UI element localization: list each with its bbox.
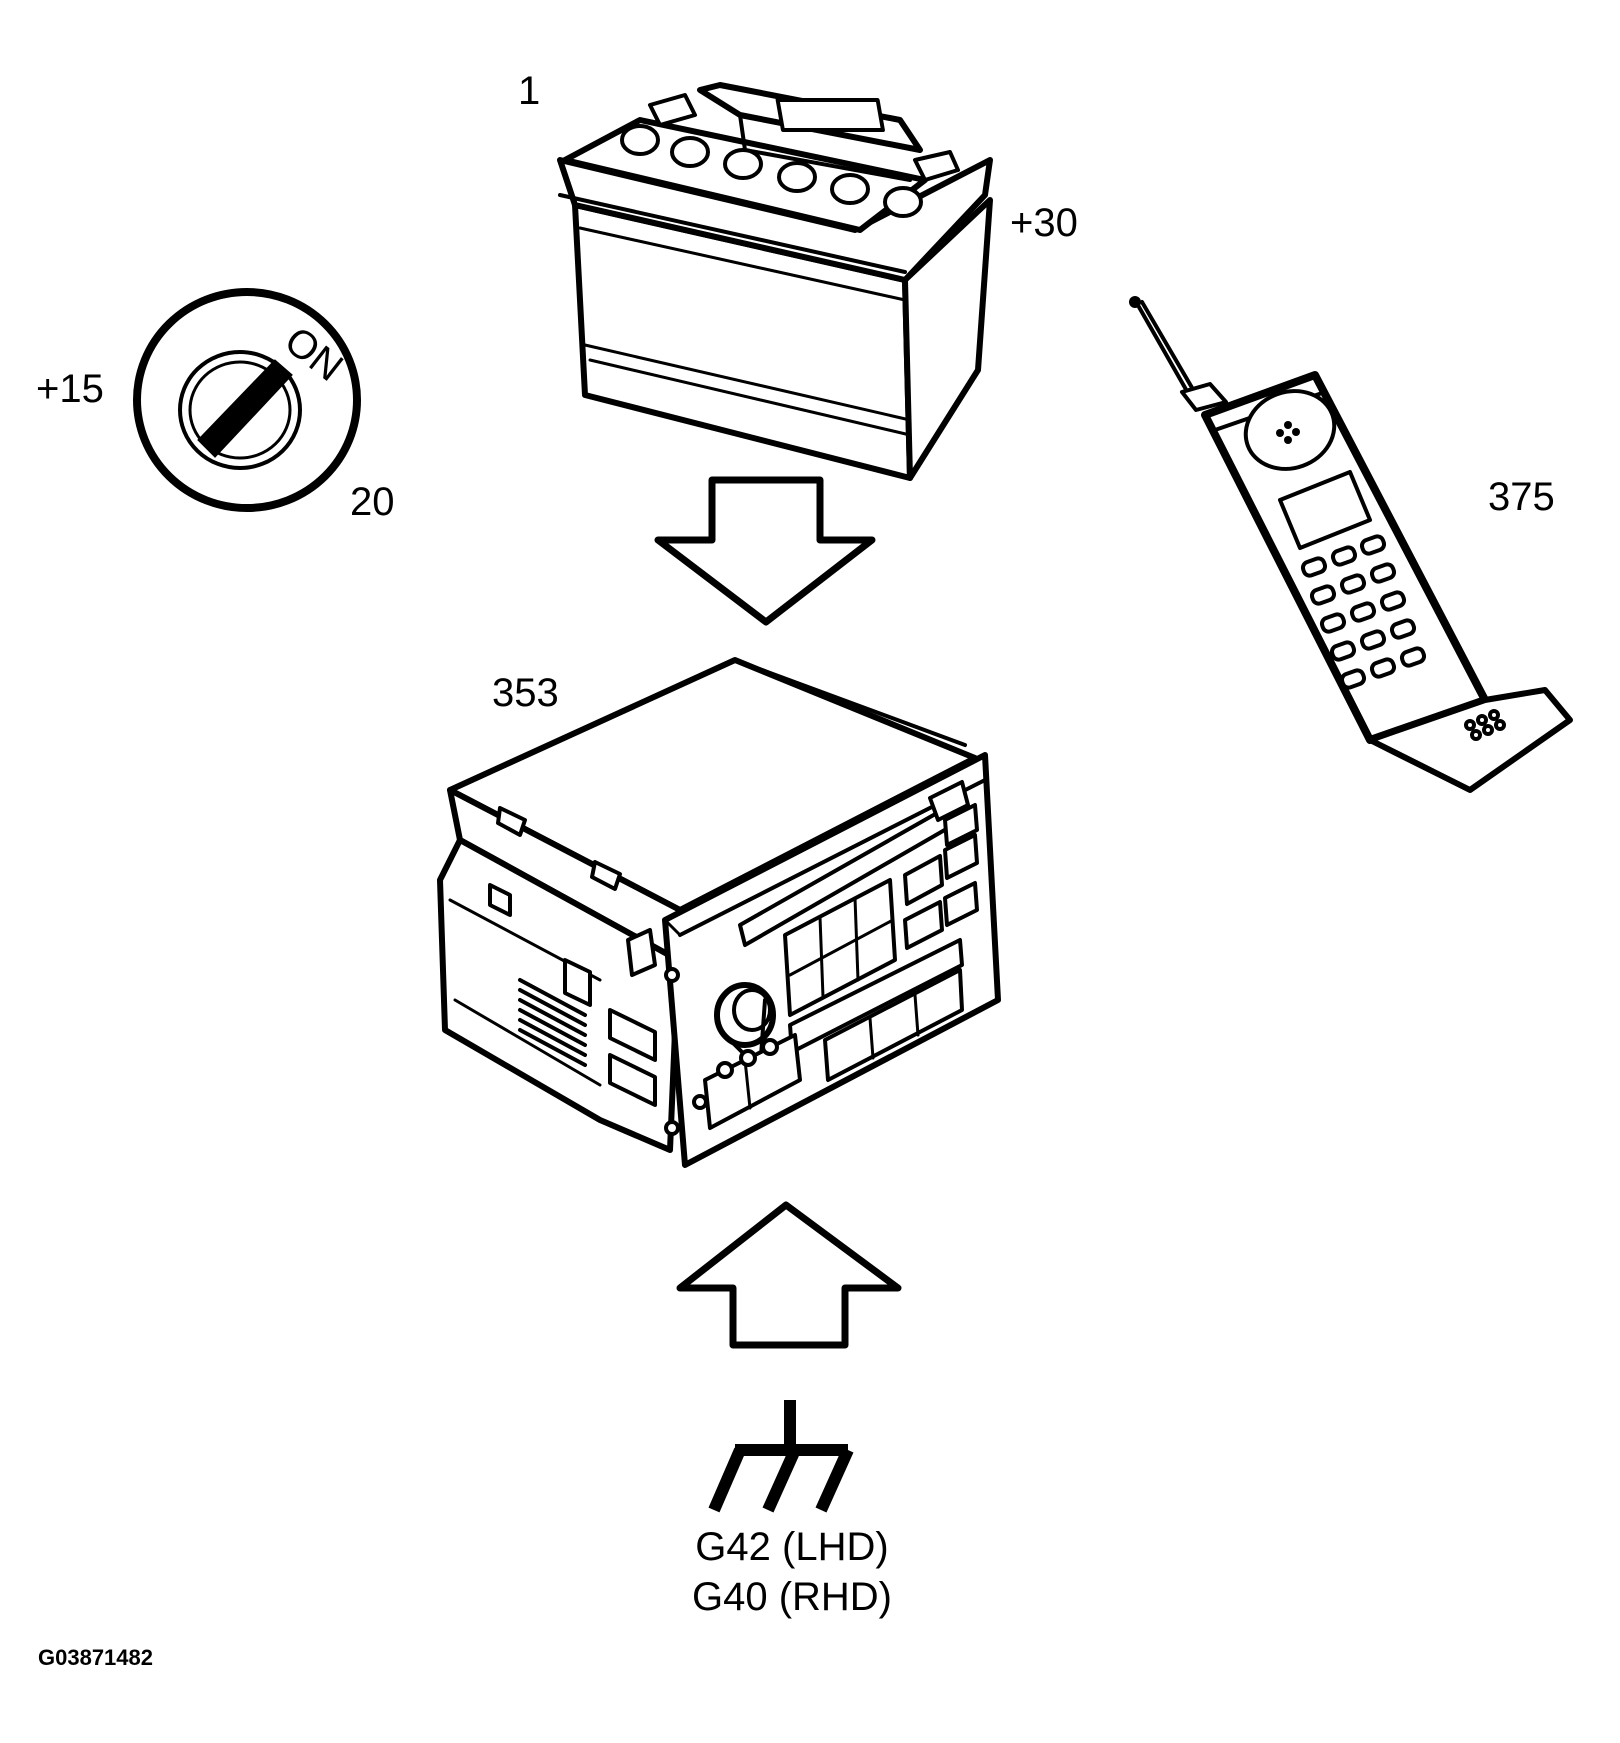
battery-illustration	[557, 82, 993, 481]
unit-ref-label: 353	[492, 671, 559, 715]
phone-ref-label: 375	[1488, 475, 1555, 519]
ground-lhd-label: G42 (LHD)	[695, 1525, 888, 1569]
key-slot-icon	[197, 359, 293, 458]
phone-display-icon	[1278, 470, 1372, 550]
mobile-phone-illustration	[1129, 296, 1573, 793]
battery-terminal-label: +30	[1010, 201, 1078, 245]
down-arrow-icon	[654, 476, 876, 626]
ground-symbol-icon	[708, 1400, 854, 1513]
up-arrow-icon	[676, 1201, 902, 1349]
control-unit-illustration	[437, 657, 1001, 1168]
keypad-icon	[1300, 534, 1427, 690]
ignition-ref-label: 20	[350, 480, 395, 524]
vent-grille-icon	[518, 978, 587, 1067]
figure-code-label: G03871482	[38, 1645, 153, 1670]
ignition-terminal-label: +15	[36, 367, 104, 411]
battery-ref-label: 1	[518, 69, 540, 113]
ground-rhd-label: G40 (RHD)	[692, 1575, 892, 1619]
ignition-switch-illustration: ON	[133, 288, 361, 512]
